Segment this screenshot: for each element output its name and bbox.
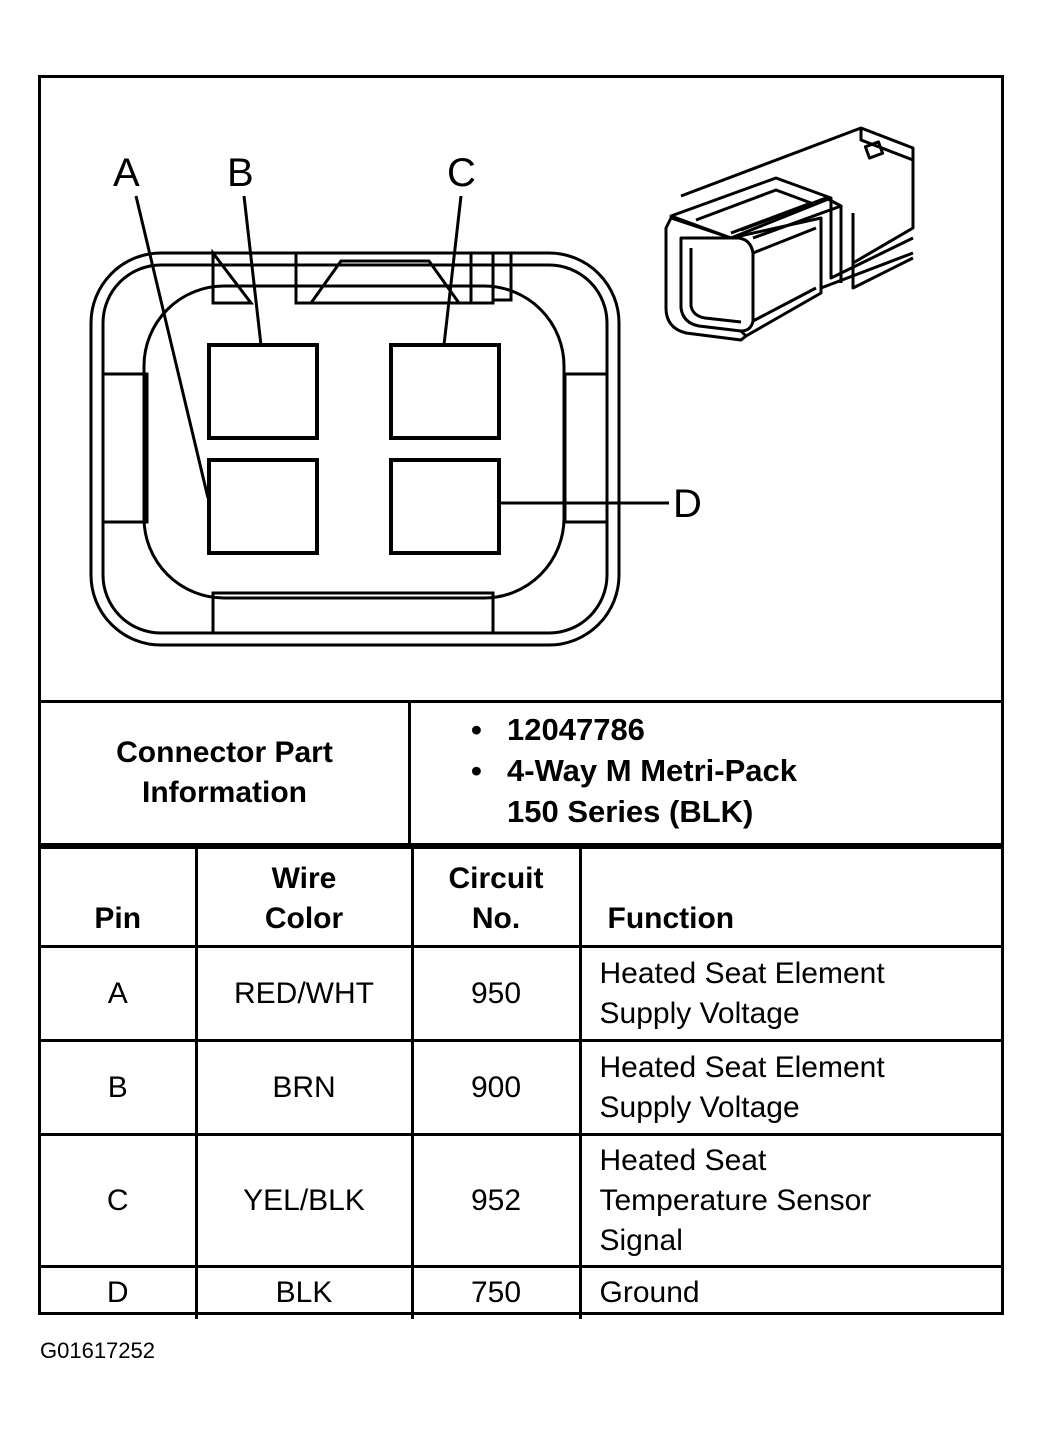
pin-label-b: B bbox=[227, 151, 254, 195]
connector-info-label: Connector Part Information bbox=[41, 703, 411, 843]
connector-info-label-line2: Information bbox=[142, 776, 307, 809]
cell-circuit: 950 bbox=[410, 945, 582, 1042]
header-function: Function bbox=[578, 846, 1001, 948]
cell-pin: A bbox=[41, 945, 198, 1042]
cell-function: Ground bbox=[578, 1265, 1001, 1319]
cell-wire-color: RED/WHT bbox=[194, 945, 414, 1042]
left-side-tab bbox=[101, 372, 149, 524]
connector-isometric-illustration bbox=[664, 126, 915, 342]
connector-description-line2: 150 Series (BLK) bbox=[507, 794, 754, 829]
cell-pin: D bbox=[41, 1265, 198, 1319]
cell-circuit: 750 bbox=[410, 1265, 582, 1319]
top-latch-center bbox=[294, 251, 473, 305]
cell-wire-color: YEL/BLK bbox=[194, 1133, 414, 1268]
part-number: 12047786 bbox=[507, 712, 645, 747]
pin-label-d: D bbox=[673, 482, 702, 526]
cell-wire-color: BRN bbox=[194, 1039, 414, 1136]
leader-line-c bbox=[442, 195, 463, 346]
leader-line-a bbox=[134, 195, 210, 499]
pin-cavity-c bbox=[389, 343, 501, 440]
cell-wire-color: BLK bbox=[194, 1265, 414, 1319]
cell-pin: C bbox=[41, 1133, 198, 1268]
cell-circuit: 900 bbox=[410, 1039, 582, 1136]
table-row: D BLK 750 Ground bbox=[41, 1265, 1001, 1319]
connector-chart-frame: A B C D bbox=[38, 75, 1004, 1319]
connector-housing-inner bbox=[101, 263, 609, 635]
cell-circuit: 952 bbox=[410, 1133, 582, 1268]
connector-description-line1: 4-Way M Metri-Pack bbox=[507, 753, 797, 788]
bullet-icon: • bbox=[471, 753, 482, 788]
connector-info-list: • 12047786 • 4-Way M Metri-Pack 150 Seri… bbox=[411, 703, 1001, 843]
part-number-item: • 12047786 bbox=[411, 709, 1001, 750]
connector-info-label-line1: Connector Part bbox=[116, 736, 333, 769]
top-latch-left bbox=[211, 248, 255, 305]
top-latch-center-ramp bbox=[309, 259, 461, 304]
pin-label-c: C bbox=[447, 151, 476, 195]
header-pin: Pin bbox=[41, 846, 198, 948]
pin-label-a: A bbox=[113, 151, 140, 195]
top-latch-right bbox=[459, 253, 495, 305]
connector-part-information: Connector Part Information • 12047786 • … bbox=[41, 700, 1001, 846]
bottom-slot bbox=[211, 591, 495, 635]
pin-cavity-d bbox=[389, 458, 501, 555]
connector-description-item: • 4-Way M Metri-Pack 150 Series (BLK) bbox=[411, 750, 1001, 832]
bullet-icon: • bbox=[471, 712, 482, 747]
pin-cavity-a bbox=[207, 458, 319, 555]
top-latch-right-bar bbox=[493, 253, 513, 302]
leader-line-b bbox=[242, 195, 263, 346]
connector-face-diagram: A B C D bbox=[89, 126, 915, 647]
pin-cavity-b bbox=[207, 343, 319, 440]
cell-pin: B bbox=[41, 1039, 198, 1136]
connector-housing-outer bbox=[89, 251, 621, 647]
figure-code: G01617252 bbox=[40, 1338, 155, 1363]
right-side-tab bbox=[563, 372, 609, 524]
